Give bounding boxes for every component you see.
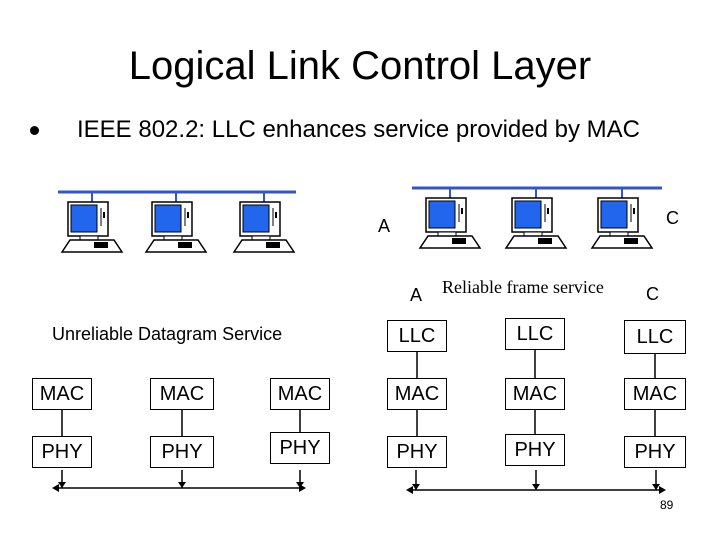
computer-icon (418, 188, 482, 249)
station-c-top-label: C (666, 208, 679, 228)
left-stack-3-phy: PHY (270, 432, 330, 464)
bullet-icon (30, 126, 39, 135)
left-stack-1-phy: PHY (32, 436, 92, 468)
bullet-text: IEEE 802.2: LLC enhances service provide… (77, 116, 640, 143)
right-stack-3-mac: MAC (624, 378, 686, 410)
right-stack-1-llc: LLC (387, 320, 447, 352)
left-stack-1-mac: MAC (32, 378, 92, 410)
page-number: 89 (660, 498, 674, 512)
computer-icon (232, 192, 296, 253)
right-stack-1-phy: PHY (387, 436, 447, 468)
right-stack-3-llc: LLC (624, 320, 686, 354)
computer-icon (60, 192, 124, 253)
left-stack-2-mac: MAC (150, 378, 214, 410)
station-a-top-label: A (378, 216, 391, 236)
left-stack-2-phy: PHY (150, 436, 214, 468)
right-stack-1-mac: MAC (387, 378, 447, 410)
right-stack-3-phy: PHY (624, 436, 686, 468)
right-stack-2-llc: LLC (505, 318, 565, 350)
left-stack-3-mac: MAC (270, 378, 330, 410)
computer-icon (590, 188, 654, 249)
slide-title: Logical Link Control Layer (128, 44, 592, 88)
right-stack-2-phy: PHY (505, 434, 565, 466)
computer-icon (504, 188, 568, 249)
computer-icon (144, 192, 208, 253)
unreliable-service-label: Unreliable Datagram Service (52, 324, 283, 344)
station-c-stack-label: C (646, 284, 659, 304)
right-stack-2-mac: MAC (505, 378, 565, 410)
reliable-service-label: Reliable frame service (442, 277, 604, 297)
station-a-stack-label: A (410, 285, 423, 305)
